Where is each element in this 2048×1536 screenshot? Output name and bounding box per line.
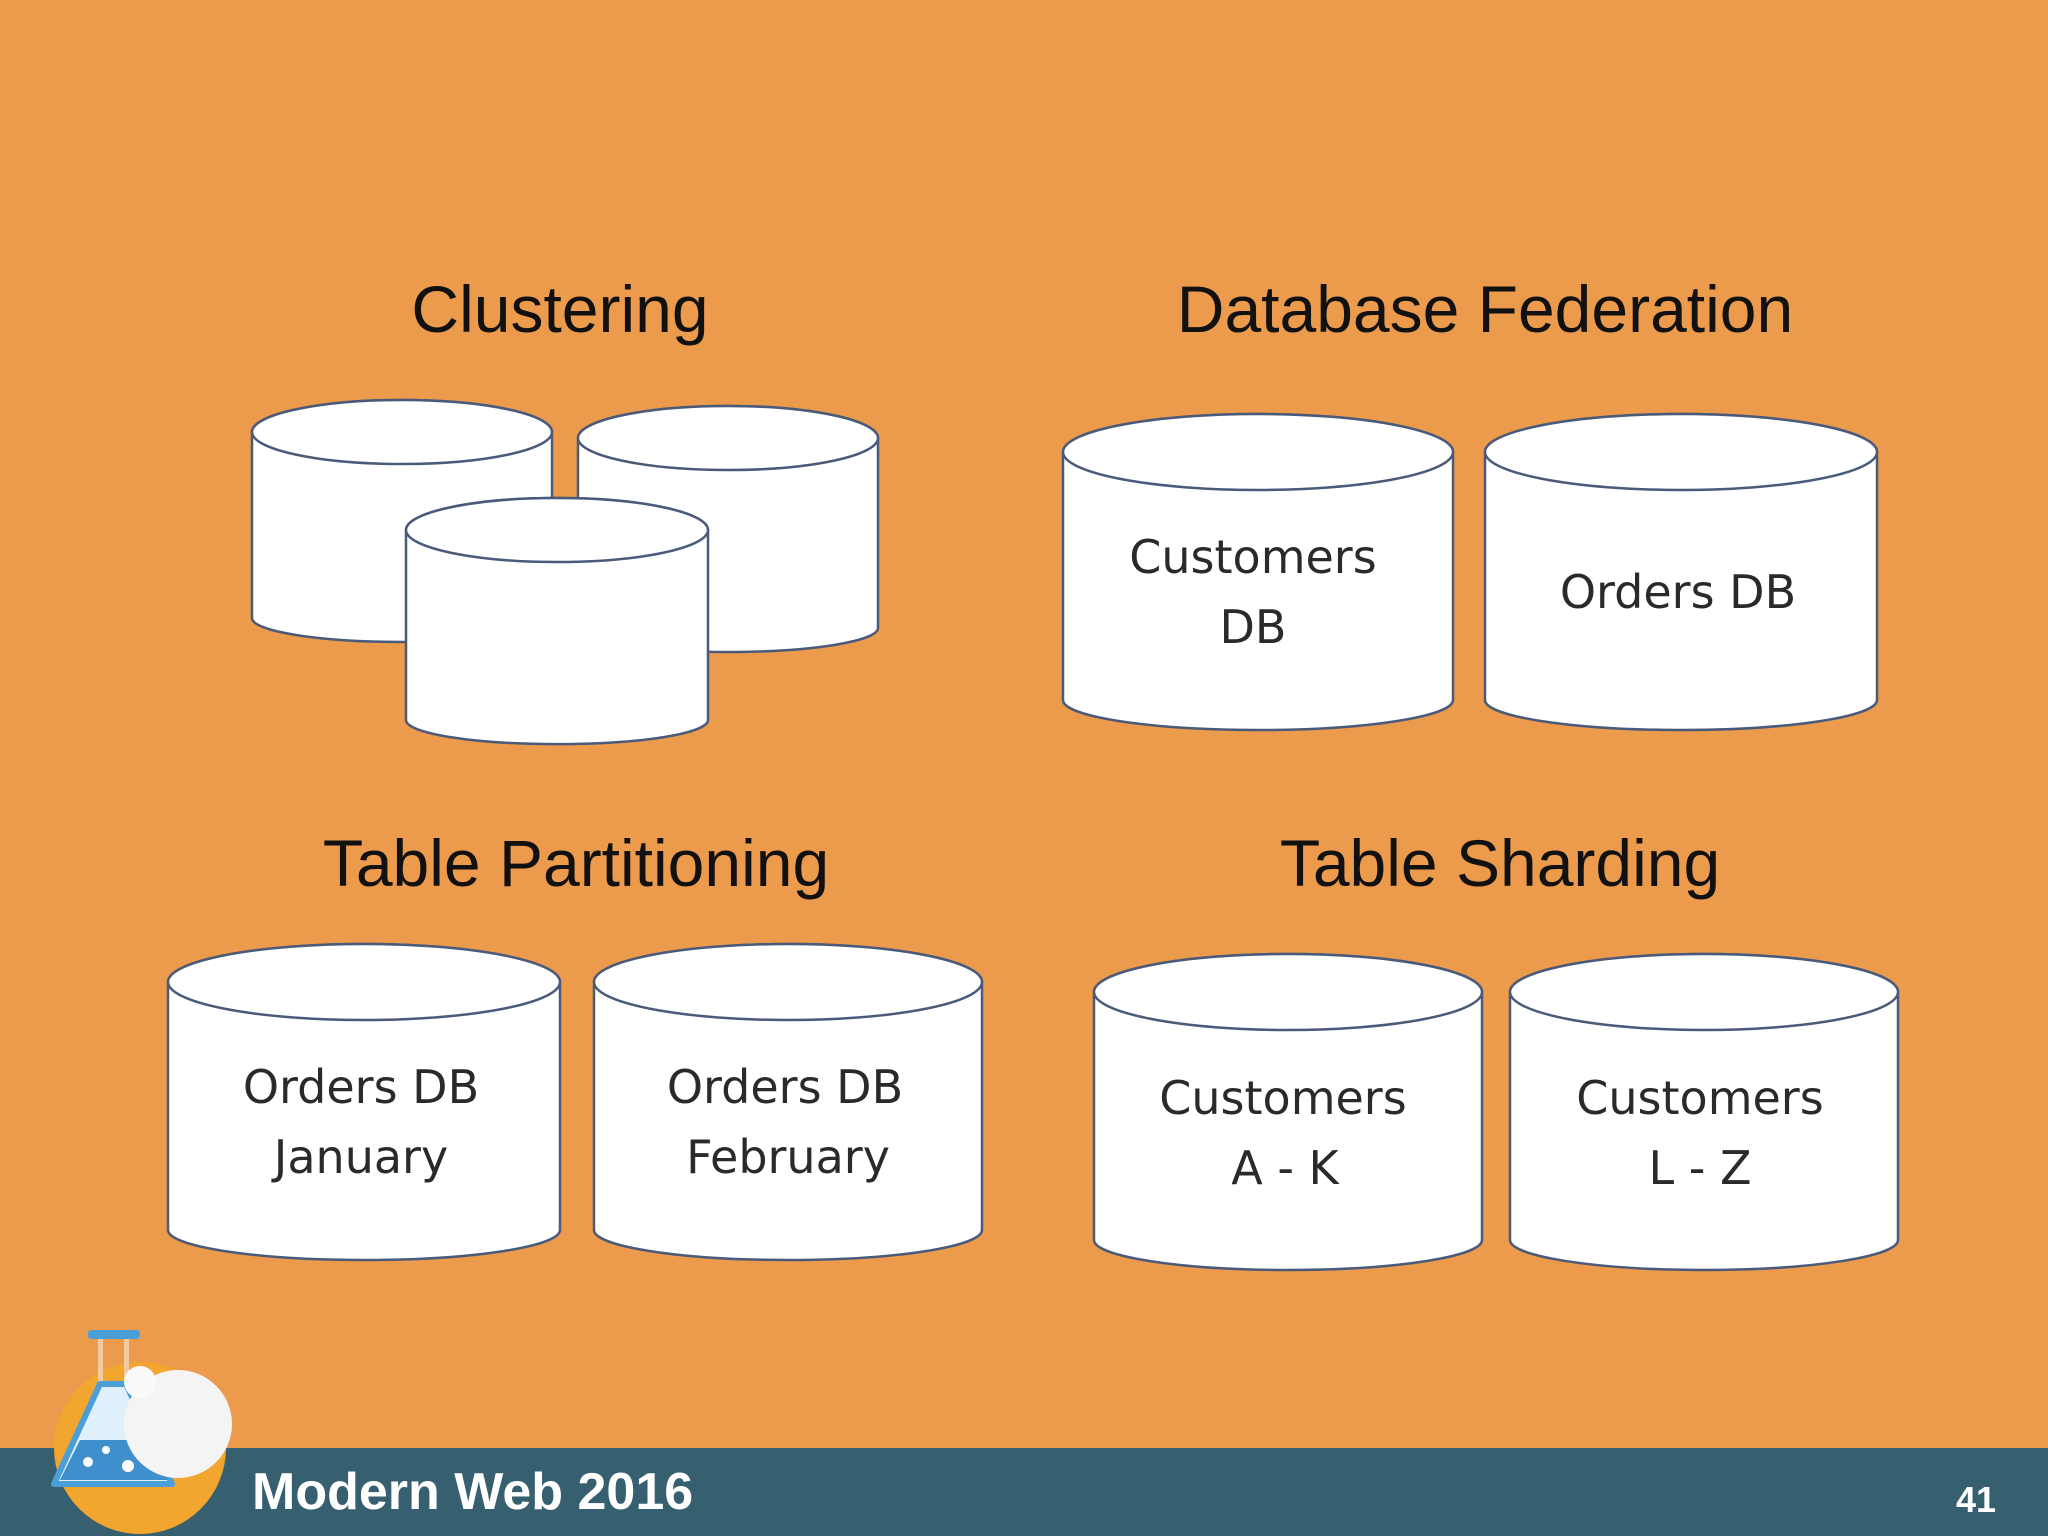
db-customers: Customers DB bbox=[1061, 412, 1455, 732]
page-number: 41 bbox=[1955, 1479, 1996, 1520]
title-clustering: Clustering bbox=[411, 272, 709, 346]
db-customers-l-z: Customers L - Z bbox=[1508, 952, 1900, 1272]
db-orders-february-label-line2: February bbox=[686, 1130, 890, 1184]
footer-bar bbox=[0, 1448, 2048, 1536]
db-orders-january-label-line2: January bbox=[271, 1130, 448, 1184]
cluster-db-3 bbox=[404, 496, 710, 746]
db-orders-january-label-line1: Orders DB bbox=[243, 1060, 479, 1114]
db-customers-a-k: Customers A - K bbox=[1092, 952, 1484, 1272]
db-customers-label-line2: DB bbox=[1220, 600, 1287, 654]
title-database-federation: Database Federation bbox=[1176, 272, 1794, 346]
db-customers-label-line1: Customers bbox=[1129, 530, 1376, 584]
footer-event-title: Modern Web 2016 bbox=[252, 1463, 694, 1521]
db-orders-february: Orders DB February bbox=[592, 942, 984, 1262]
database-diagram: Customers DB Orders DB Orders DB January… bbox=[166, 398, 1900, 1272]
db-orders-january: Orders DB January bbox=[166, 942, 562, 1262]
db-customers-a-k-label-line1: Customers bbox=[1159, 1071, 1406, 1125]
title-table-sharding: Table Sharding bbox=[1279, 826, 1721, 900]
db-orders: Orders DB bbox=[1483, 412, 1879, 732]
title-table-partitioning: Table Partitioning bbox=[322, 826, 830, 900]
db-customers-l-z-label-line1: Customers bbox=[1576, 1071, 1823, 1125]
db-customers-l-z-label-line2: L - Z bbox=[1649, 1141, 1752, 1195]
db-orders-label: Orders DB bbox=[1560, 565, 1796, 619]
flask-logo-icon bbox=[51, 1330, 232, 1534]
db-orders-february-label-line1: Orders DB bbox=[667, 1060, 903, 1114]
db-customers-a-k-label-line2: A - K bbox=[1231, 1141, 1340, 1195]
